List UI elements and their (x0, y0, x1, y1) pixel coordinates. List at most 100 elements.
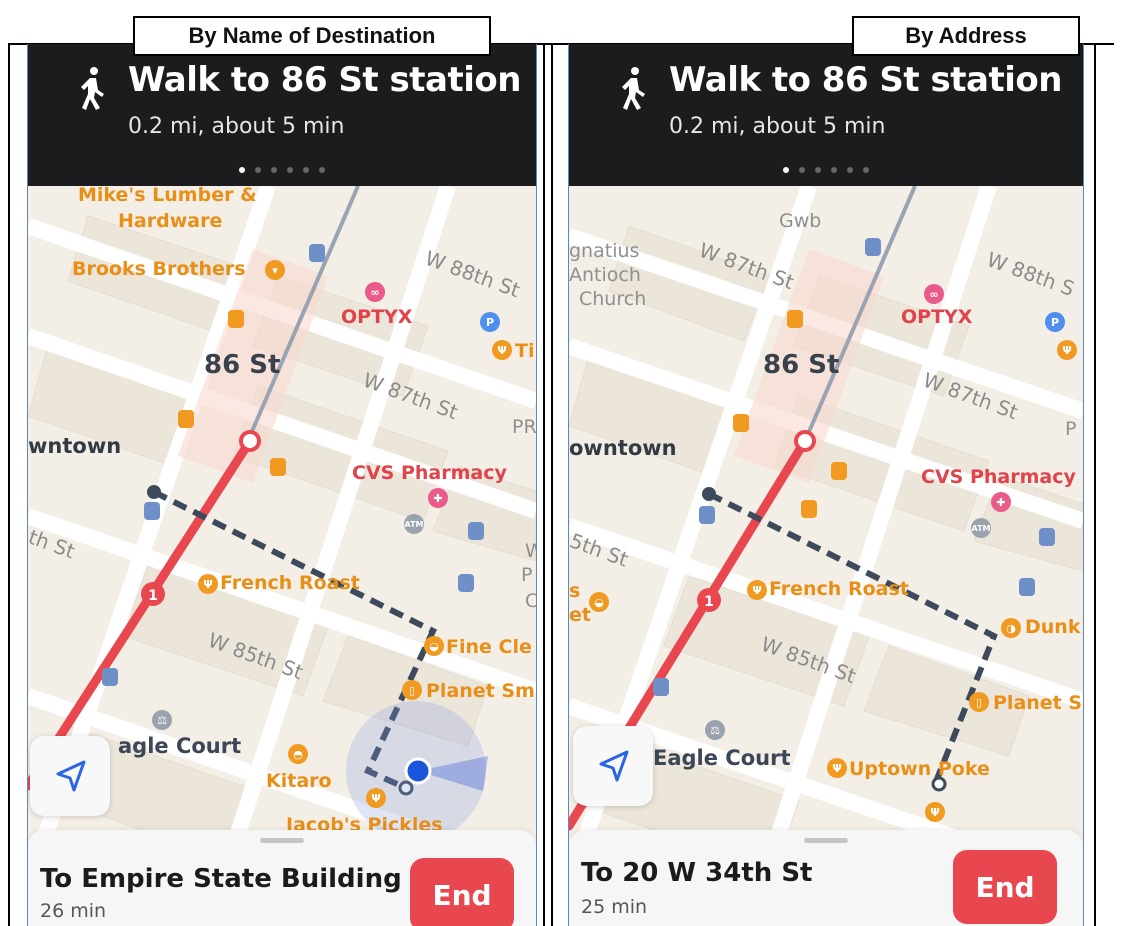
trip-duration: 26 min (40, 900, 107, 922)
navigation-title: Walk to 86 St station (669, 60, 1062, 100)
courthouse-icon: ⚖ (705, 720, 725, 740)
navigation-subtitle: 0.2 mi, about 5 min (128, 114, 345, 139)
poi-mikes-line2[interactable]: Hardware (118, 210, 223, 232)
poi-ignatius-line1[interactable]: gnatius (569, 240, 640, 262)
page-dot[interactable] (799, 167, 805, 173)
page-dot[interactable] (815, 167, 821, 173)
poi-p-partial[interactable]: P (1065, 418, 1077, 440)
page-dot[interactable] (271, 167, 277, 173)
parking-icon: P (1045, 312, 1065, 332)
frame-right-line (1094, 43, 1096, 926)
route-summary-card[interactable]: To 20 W 34th St 25 min End (569, 830, 1083, 926)
atm-icon: ATM (404, 514, 424, 534)
laundry-icon: ◒ (424, 636, 444, 656)
bus-stop-icon (1019, 578, 1035, 596)
bus-stop-icon (865, 238, 881, 256)
planet-smoothie-icon: ▯ (402, 680, 422, 700)
entrance-icon (801, 500, 817, 518)
cropped-heading (120, 0, 820, 14)
card-grabber[interactable] (260, 838, 304, 843)
navigation-subtitle: 0.2 mi, about 5 min (669, 114, 886, 139)
route-summary-card[interactable]: To Empire State Building 26 min End (28, 830, 536, 926)
poi-uptown-poke[interactable]: Uptown Poke (849, 758, 990, 780)
laundry-icon: ◒ (589, 592, 609, 612)
courthouse-icon: ⚖ (152, 710, 172, 730)
poi-ignatius-line2[interactable]: Antioch (569, 264, 641, 286)
poi-fine-cleaners[interactable]: Fine Cle (446, 636, 532, 658)
poi-cvs-pharmacy[interactable]: CVS Pharmacy (352, 462, 507, 484)
poi-kitaro[interactable]: Kitaro (266, 770, 332, 792)
card-grabber[interactable] (804, 838, 848, 843)
location-arrow-icon (599, 750, 629, 782)
frame-mid-line-2 (551, 43, 553, 926)
left-phone-screen: Walk to 86 St station 0.2 mi, about 5 mi… (27, 44, 537, 926)
station-86st[interactable]: 86 St (763, 350, 840, 380)
map-canvas[interactable]: 1 (28, 186, 536, 926)
poi-w-partial: W (525, 540, 536, 562)
poi-optyx[interactable]: OPTYX (901, 306, 973, 328)
restaurant-icon: Ψ (198, 574, 218, 594)
route-badge-number: 1 (148, 588, 158, 604)
poi-dunkin[interactable]: Dunk (1025, 616, 1081, 638)
navigation-banner: Walk to 86 St station 0.2 mi, about 5 mi… (569, 44, 1083, 186)
restaurant-icon: Ψ (747, 580, 767, 600)
restaurant-icon: Ψ (1057, 340, 1077, 360)
end-route-button[interactable]: End (953, 850, 1057, 924)
downtown-direction-label: wntown (28, 434, 122, 458)
bus-stop-icon (458, 574, 474, 592)
page-dots[interactable] (28, 160, 536, 178)
poi-ti-partial[interactable]: Ti (515, 340, 535, 362)
poi-planet-smoothie[interactable]: Planet S (993, 692, 1083, 714)
current-location-button[interactable] (30, 736, 110, 816)
page-dot[interactable] (239, 167, 245, 173)
poi-et-partial[interactable]: et (569, 604, 591, 626)
poi-p-partial[interactable]: P (521, 564, 533, 586)
poi-cvs-pharmacy[interactable]: CVS Pharmacy (921, 466, 1076, 488)
downtown-direction-label: owntown (569, 436, 677, 460)
page-dot[interactable] (255, 167, 261, 173)
station-86st[interactable]: 86 St (204, 350, 281, 380)
bus-stop-icon (653, 678, 669, 696)
poi-brooks-brothers[interactable]: Brooks Brothers (72, 258, 246, 280)
restaurant-icon: Ψ (925, 802, 945, 822)
page-dot[interactable] (319, 167, 325, 173)
bus-stop-icon (468, 522, 484, 540)
destination-title: To Empire State Building (40, 864, 402, 894)
poi-eagle-court[interactable]: Eagle Court (653, 746, 791, 770)
poi-mikes-line1[interactable]: Mike's Lumber & (78, 184, 257, 206)
entrance-icon (787, 310, 803, 328)
poi-c-partial[interactable]: C (525, 590, 537, 612)
page-dot[interactable] (863, 167, 869, 173)
page-dot[interactable] (831, 167, 837, 173)
poi-pr-partial[interactable]: PR (512, 416, 537, 438)
end-route-button[interactable]: End (410, 858, 514, 926)
page-dot[interactable] (847, 167, 853, 173)
poi-planet-smoothie[interactable]: Planet Sm (426, 680, 535, 702)
page-dots[interactable] (569, 160, 1083, 178)
bus-stop-icon (1039, 528, 1055, 546)
navigation-banner: Walk to 86 St station 0.2 mi, about 5 mi… (28, 44, 536, 186)
page-dot[interactable] (783, 167, 789, 173)
frame-left-line (8, 43, 10, 926)
entrance-icon (178, 410, 194, 428)
pharmacy-icon: ✚ (428, 488, 448, 508)
poi-french-roast[interactable]: French Roast (769, 578, 909, 600)
entrance-icon (228, 310, 244, 328)
bus-stop-icon (699, 506, 715, 524)
poi-eagle-court[interactable]: agle Court (118, 734, 242, 758)
page-dot[interactable] (303, 167, 309, 173)
bus-stop-icon (102, 668, 118, 686)
poi-french-roast[interactable]: French Roast (220, 572, 360, 594)
poi-s-partial[interactable]: s (569, 580, 581, 602)
entrance-icon (831, 462, 847, 480)
right-phone-screen: Walk to 86 St station 0.2 mi, about 5 mi… (568, 44, 1084, 926)
poi-optyx[interactable]: OPTYX (341, 306, 413, 328)
walking-person-icon (622, 67, 645, 110)
bus-stop-icon (144, 502, 160, 520)
current-location-button[interactable] (573, 726, 653, 806)
poi-ignatius-line3[interactable]: Church (579, 288, 647, 310)
poi-gwb[interactable]: Gwb (779, 210, 822, 232)
page-dot[interactable] (287, 167, 293, 173)
atm-icon: ATM (971, 518, 991, 538)
tab-label-by-address: By Address (852, 16, 1080, 56)
